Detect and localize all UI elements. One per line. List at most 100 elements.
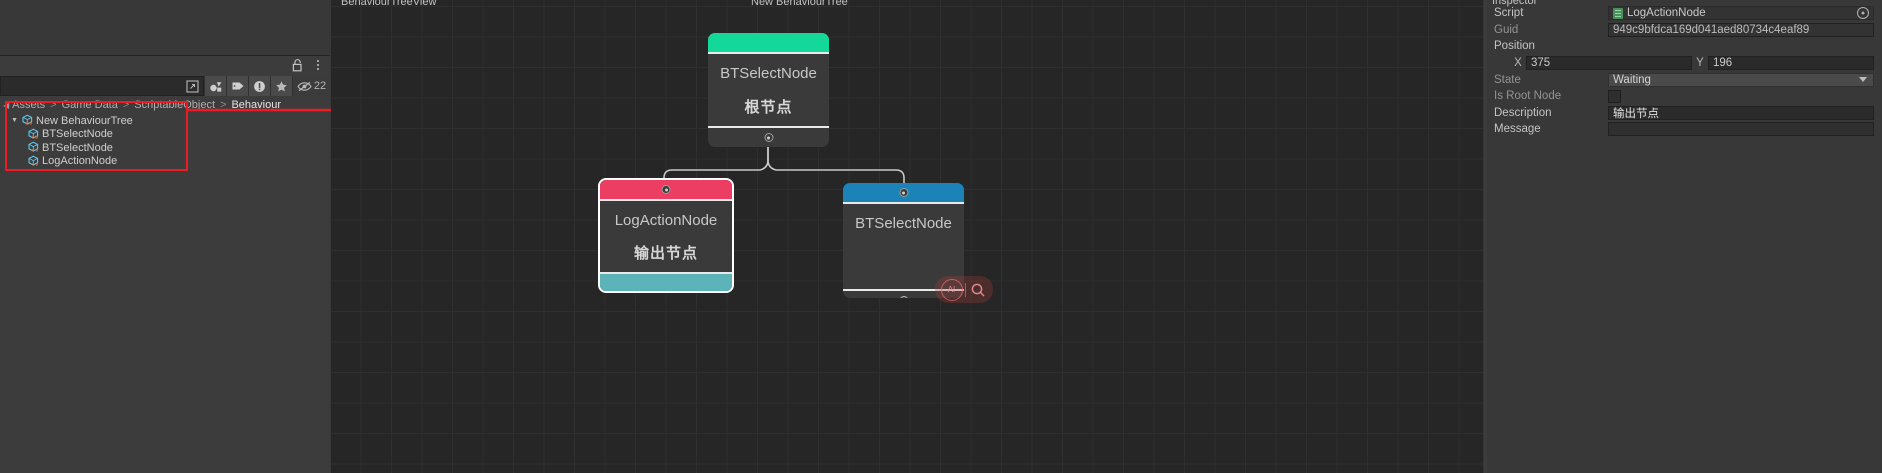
node-input-port[interactable]: [899, 188, 908, 197]
tree-item-label: LogActionNode: [42, 155, 118, 168]
behaviour-tree-graph-view[interactable]: BehaviourTreeView New BehaviourTree BTSe…: [331, 0, 1483, 473]
tree-item-label: BTSelectNode: [42, 141, 113, 154]
breadcrumb-separator: >: [50, 99, 57, 111]
project-panel-empty-area: [0, 0, 330, 56]
popout-icon[interactable]: [183, 79, 201, 93]
node-input-port[interactable]: [661, 185, 671, 194]
node-description: 根节点: [744, 98, 793, 116]
magnifier-icon[interactable]: [968, 280, 988, 300]
label-filter-icon[interactable]: [226, 76, 248, 96]
is-root-node-label: Is Root Node: [1494, 90, 1562, 103]
breadcrumb-item-scriptableobject[interactable]: ScriptableObject: [134, 99, 216, 111]
tree-item-label: New BehaviourTree: [36, 114, 133, 127]
chevron-down-icon: [1859, 77, 1867, 83]
ai-assist-overlay[interactable]: AI: [935, 276, 993, 303]
inspector-left-rail: [1484, 0, 1487, 473]
guid-value-field[interactable]: 949c9bfdca169d041aed80734c4eaf89: [1608, 22, 1874, 37]
node-output-port[interactable]: [899, 296, 908, 298]
search-input[interactable]: [1, 79, 183, 93]
guid-label: Guid: [1494, 23, 1519, 36]
graph-node-root[interactable]: BTSelectNode 根节点: [708, 33, 829, 147]
ai-icon[interactable]: AI: [940, 278, 963, 301]
inspector-row-is-root-node: Is Root Node: [1484, 88, 1882, 105]
node-header: [843, 183, 964, 202]
project-panel: 22 ◀ Assets > Game Data > ScriptableObje…: [0, 0, 330, 473]
hidden-assets-toggle[interactable]: 22: [292, 76, 330, 96]
state-value: Waiting: [1613, 73, 1651, 86]
scriptable-object-icon: [27, 128, 40, 141]
breadcrumb-separator: >: [122, 99, 130, 111]
search-input-wrapper[interactable]: [0, 76, 204, 96]
titlebar-actions: [292, 58, 324, 72]
overlay-divider: [964, 282, 966, 297]
node-title: LogActionNode: [614, 211, 718, 229]
kebab-menu-icon[interactable]: [312, 58, 324, 72]
script-value: LogActionNode: [1627, 7, 1706, 20]
scriptable-object-icon: [27, 155, 40, 168]
tree-item-btselectnode-1[interactable]: BTSelectNode: [0, 128, 330, 142]
node-body: LogActionNode 输出节点: [600, 199, 732, 272]
node-body: BTSelectNode: [843, 202, 964, 289]
state-label: State: [1494, 73, 1521, 86]
node-footer: [708, 126, 829, 147]
message-input[interactable]: [1608, 122, 1874, 137]
tree-item-logactionnode[interactable]: LogActionNode: [0, 155, 330, 169]
node-output-port[interactable]: [764, 133, 773, 142]
graph-node-logaction[interactable]: LogActionNode 输出节点: [598, 178, 734, 293]
object-picker-icon[interactable]: [1857, 7, 1869, 20]
position-y-input[interactable]: 196: [1708, 56, 1874, 71]
script-asset-icon: [1613, 7, 1623, 19]
script-label: Script: [1494, 7, 1524, 20]
favorites-filter-icon[interactable]: [270, 76, 292, 96]
position-label: Position: [1494, 40, 1535, 53]
scriptable-object-icon: [21, 114, 34, 127]
x-label: X: [1514, 57, 1522, 70]
inspector-row-position: Position: [1484, 38, 1882, 55]
breadcrumb-item-game-data[interactable]: Game Data: [61, 99, 118, 111]
tree-item-new-behaviourtree[interactable]: ▼ New BehaviourTree: [0, 114, 330, 128]
node-header: [600, 180, 732, 199]
project-toolbar: 22: [0, 76, 330, 97]
inspector-row-guid: Guid 949c9bfdca169d041aed80734c4eaf89: [1484, 22, 1882, 39]
chevron-down-icon[interactable]: ▼: [11, 117, 18, 125]
graph-tab-behaviourtreeview[interactable]: BehaviourTreeView: [341, 0, 437, 8]
node-header: [708, 33, 829, 52]
project-panel-titlebar: [0, 56, 330, 76]
node-footer: [843, 289, 964, 298]
tree-item-label: BTSelectNode: [42, 128, 113, 141]
message-label: Message: [1494, 123, 1541, 136]
description-input[interactable]: 输出节点: [1608, 105, 1874, 120]
inspector-row-state: State Waiting: [1484, 71, 1882, 88]
y-label: Y: [1696, 57, 1704, 70]
hidden-assets-count: 22: [313, 79, 327, 92]
inspector-row-message: Message: [1484, 121, 1882, 138]
position-x-input[interactable]: 375: [1526, 56, 1692, 71]
script-object-field[interactable]: LogActionNode: [1608, 6, 1874, 21]
graph-node-select-child[interactable]: BTSelectNode: [843, 183, 964, 298]
state-dropdown[interactable]: Waiting: [1608, 72, 1874, 87]
tree-item-btselectnode-2[interactable]: BTSelectNode: [0, 141, 330, 155]
asset-type-filter-icon[interactable]: [204, 76, 226, 96]
description-label: Description: [1494, 106, 1552, 119]
breadcrumb-separator: >: [220, 99, 227, 111]
warning-filter-icon[interactable]: [248, 76, 270, 96]
graph-edges: [663, 147, 905, 192]
lock-icon[interactable]: [292, 58, 303, 72]
breadcrumb-item-assets[interactable]: Assets: [12, 99, 46, 111]
breadcrumb: ◀ Assets > Game Data > ScriptableObject …: [0, 96, 330, 114]
node-title: BTSelectNode: [720, 64, 817, 82]
inspector-tab-label[interactable]: Inspector: [1492, 0, 1538, 7]
is-root-node-checkbox[interactable]: [1608, 89, 1621, 103]
graph-tab-new-behaviourtree[interactable]: New BehaviourTree: [751, 0, 848, 8]
node-body: BTSelectNode 根节点: [708, 52, 829, 126]
inspector-row-script: Script LogActionNode: [1484, 5, 1882, 22]
scriptable-object-icon: [27, 141, 40, 154]
node-description: 输出节点: [633, 244, 698, 262]
asset-tree: ▼ New BehaviourTree: [0, 114, 330, 473]
node-footer: [600, 272, 732, 291]
breadcrumb-back-icon[interactable]: ◀: [3, 100, 10, 110]
breadcrumb-item-behaviour[interactable]: Behaviour: [231, 99, 281, 111]
node-title: BTSelectNode: [855, 215, 952, 232]
inspector-row-description: Description 输出节点: [1484, 105, 1882, 122]
